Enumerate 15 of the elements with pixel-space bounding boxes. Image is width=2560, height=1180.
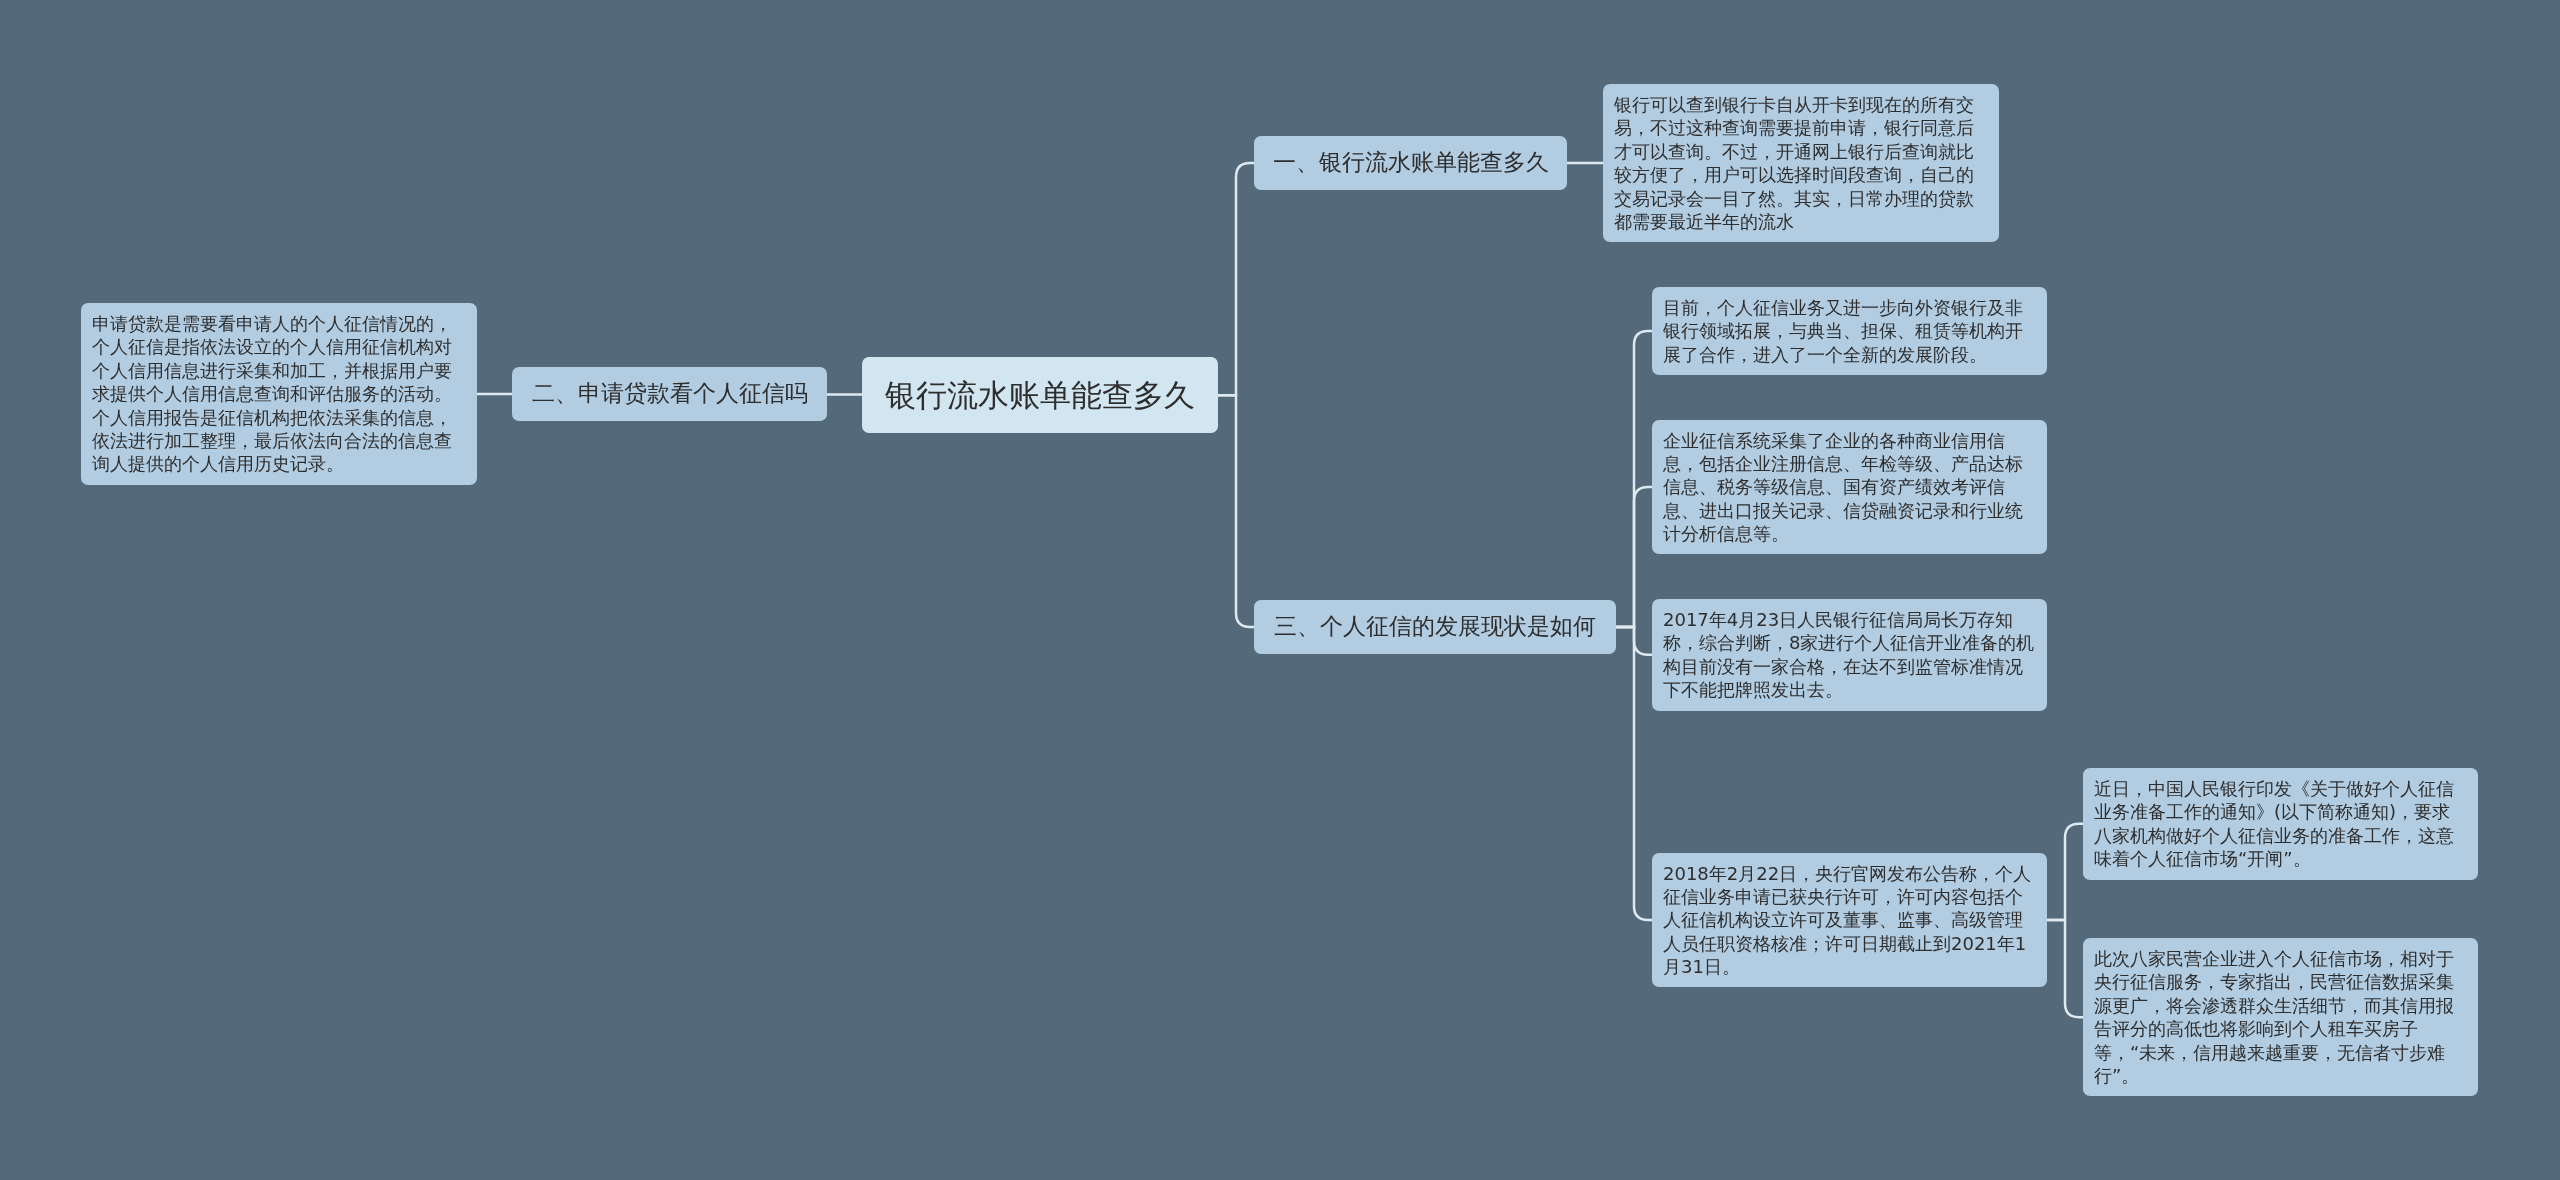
note-box: 近日，中国人民银行印发《关于做好个人征信业务准备工作的通知》(以下简称通知)，要求八家机构做好个人征信业务的准备工作，这意味着个人征信市场“开闸”。: [2083, 768, 2478, 880]
note-box: 2017年4月23日人民银行征信局局长万存知称，综合判断，8家进行个人征信开业准备的机构目前没有一家合格，在达不到监管标准情况下不能把牌照发出去。: [1652, 599, 2047, 711]
connector-line: [477, 392, 512, 396]
connector-line: [1567, 161, 1603, 165]
note-box: 申请贷款是需要看申请人的个人征信情况的，个人征信是指依法设立的个人信用征信机构对个人信用信息进行采集和加工，并根据用户要求提供个人信用信息查询和评估服务的活动。个人信用报告是征信机构把依法采集的信息，依法进行加工整理，最后依法向合法的信息查询人提供的个人信用历史记录。: [81, 303, 477, 485]
note-box: 银行可以查到银行卡自从开卡到现在的所有交易，不过这种查询需要提前申请，银行同意后才可以查询。不过，开通网上银行后查询就比较方便了，用户可以选择时间段查询，自己的交易记录会一目了然。其实，日常办理的贷款都需要最近半年的流水: [1603, 84, 1999, 243]
note-box: 目前，个人征信业务又进一步向外资银行及非银行领域拓展，与典当、担保、租赁等机构开展了合作，进入了一个全新的发展阶段。: [1652, 287, 2047, 376]
topic-box: 三、个人征信的发展现状是如何: [1254, 600, 1616, 654]
connector-line: [827, 393, 862, 396]
note-box: 2018年2月22日，央行官网发布公告称，个人征信业务申请已获央行许可，许可内容包括个人征信机构设立许可及董事、监事、高级管理人员任职资格核准；许可日期截止到2021年1月31日。: [1652, 852, 2047, 988]
note-box: 企业征信系统采集了企业的各种商业信用信息，包括企业注册信息、年检等级、产品达标信息、税务等级信息、国有资产绩效考评信息、进出口报关记录、信贷融资记录和行业统计分析信息等。: [1652, 419, 2047, 555]
topic-box: 一、银行流水账单能查多久: [1254, 136, 1567, 190]
central-topic-box: 银行流水账单能查多久: [862, 357, 1218, 434]
topic-box: 二、申请贷款看个人征信吗: [512, 367, 827, 421]
note-box: 此次八家民营企业进入个人征信市场，相对于央行征信服务，专家指出，民营征信数据采集源更广，将会渗透群众生活细节，而其信用报告评分的高低也将影响到个人租车买房子等，“未来，信用越来越重要，无信者寸步难行”。: [2083, 938, 2478, 1097]
